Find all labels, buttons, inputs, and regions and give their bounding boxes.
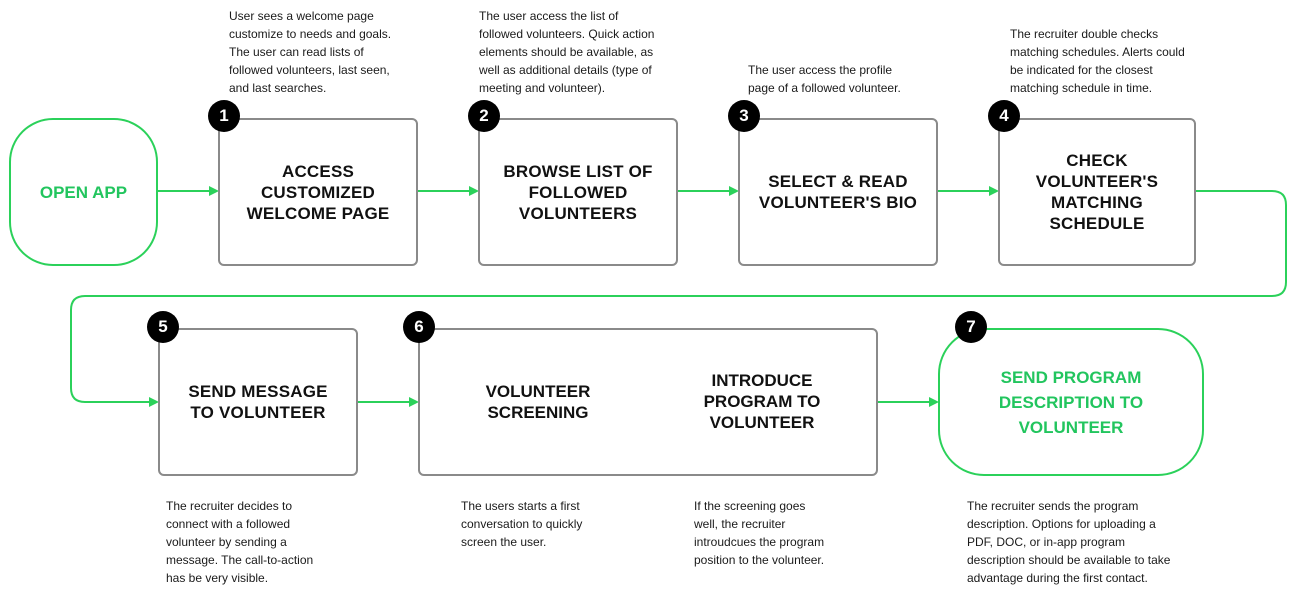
step3-label: SELECT & READ VOLUNTEER'S BIO [758, 172, 918, 212]
step3-note: The user access the profile page of a fo… [748, 63, 901, 95]
step7-label: SEND PROGRAM DESCRIPTION TO VOLUNTEER [998, 367, 1144, 437]
step4-badge: 4 [988, 100, 1020, 132]
step7-note: The recruiter sends the program descript… [967, 499, 1171, 585]
step4-note: The recruiter double checks matching sch… [1010, 27, 1185, 95]
step1-badge: 1 [208, 100, 240, 132]
open-app-label: OPEN APP [39, 182, 128, 202]
step1-label: ACCESS CUSTOMIZED WELCOME PAGE [246, 161, 390, 223]
step1-box: ACCESS CUSTOMIZED WELCOME PAGE [218, 118, 418, 266]
step3-badge: 3 [728, 100, 760, 132]
step7-badge: 7 [955, 311, 987, 343]
step5-box: SEND MESSAGE TO VOLUNTEER [158, 328, 358, 476]
volunteer-screening-label: VOLUNTEER SCREENING [485, 382, 591, 422]
step1-note: User sees a welcome page customize to ne… [229, 9, 392, 95]
step6-box [418, 328, 878, 476]
step5-note: The recruiter decides to connect with a … [166, 499, 314, 585]
step2-label: BROWSE LIST OF FOLLOWED VOLUNTEERS [503, 161, 653, 223]
step2-note: The user access the list of followed vol… [479, 9, 655, 95]
step3-box: SELECT & READ VOLUNTEER'S BIO [738, 118, 938, 266]
step6-badge: 6 [403, 311, 435, 343]
step5-badge: 5 [147, 311, 179, 343]
step7-terminal: SEND PROGRAM DESCRIPTION TO VOLUNTEER [938, 328, 1204, 476]
open-app-terminal: OPEN APP [9, 118, 158, 266]
step4-box: CHECK VOLUNTEER'S MATCHING SCHEDULE [998, 118, 1196, 266]
step2-box: BROWSE LIST OF FOLLOWED VOLUNTEERS [478, 118, 678, 266]
introduce-program-label: INTRODUCE PROGRAM TO VOLUNTEER [703, 371, 821, 432]
step5-label: SEND MESSAGE TO VOLUNTEER [188, 382, 328, 422]
step6-screening-note: The users starts a first conversation to… [461, 499, 583, 549]
step4-label: CHECK VOLUNTEER'S MATCHING SCHEDULE [1035, 151, 1159, 233]
step6-introduce-note: If the screening goes well, the recruite… [694, 499, 825, 567]
step2-badge: 2 [468, 100, 500, 132]
